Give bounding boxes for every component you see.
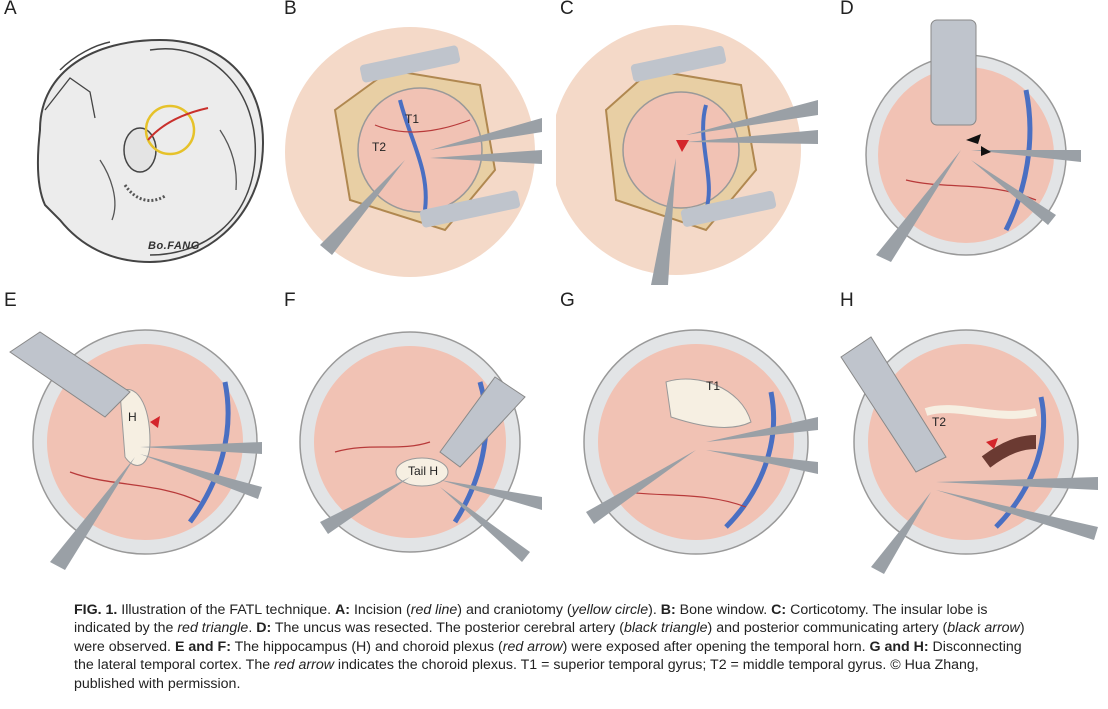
label-t2: T2 — [932, 415, 947, 429]
caption-bold: C: — [771, 602, 787, 618]
panel-label: B — [284, 0, 297, 19]
corticotomy-illustration — [556, 25, 818, 285]
label-t2: T2 — [372, 140, 387, 154]
caption-text: ). — [648, 602, 661, 618]
caption-text: ) were observed. — [74, 620, 1025, 655]
temporal-cortex-disconnection-g — [583, 329, 818, 555]
panel-label: C — [560, 0, 574, 19]
caption-text: Corticotomy. The insular lobe is indicat… — [74, 602, 988, 637]
caption-text: . — [248, 620, 257, 637]
caption-italic: black arrow — [947, 620, 1020, 637]
label-tail-h: Tail H — [408, 464, 439, 478]
caption-fig: FIG. 1. — [74, 602, 118, 618]
label-t1: T1 — [706, 379, 721, 393]
label-t1: T1 — [405, 112, 420, 126]
uncus-resection-illustration — [865, 19, 1081, 262]
panel-label: E — [4, 292, 17, 311]
panel-label: H — [840, 292, 854, 311]
panel-g: G T1 — [556, 292, 822, 577]
head-illustration — [36, 38, 264, 264]
caption-bold: E and F: — [174, 638, 231, 655]
panel-label: D — [840, 0, 854, 19]
label-h: H — [128, 410, 137, 424]
panel-h: H T2 — [836, 292, 1102, 577]
caption-italic: black triangle — [623, 620, 708, 637]
figure-caption: FIG. 1. Illustration of the FATL techniq… — [74, 601, 1034, 693]
panel-f: F Tail H — [280, 292, 546, 577]
caption-bold: B: — [660, 602, 676, 618]
caption-text: The uncus was resected. The posterior ce… — [271, 620, 624, 637]
caption-bold: D: — [256, 620, 272, 637]
hippocampus-illustration — [9, 329, 262, 570]
caption-text: Incision ( — [350, 602, 411, 618]
caption-italic: red arrow — [502, 638, 563, 655]
tail-hippocampus-illustration — [299, 331, 542, 562]
bone-window-illustration — [285, 27, 542, 277]
caption-text: indicates the choroid plexus. T1 = super… — [74, 657, 979, 692]
caption-text: The hippocampus (H) and choroid plexus ( — [230, 638, 503, 655]
caption-text: Bone window. — [675, 602, 772, 618]
caption-text: ) and craniotomy ( — [457, 602, 572, 618]
caption-italic: red triangle — [177, 620, 249, 637]
panel-label: F — [284, 292, 296, 311]
panel-a: A Bo.FANG — [0, 0, 266, 285]
caption-text: ) were exposed after opening the tempora… — [562, 638, 870, 655]
caption-text: Illustration of the FATL technique. — [117, 602, 336, 618]
panel-e: E H — [0, 292, 266, 577]
panel-label: A — [4, 0, 17, 19]
temporal-cortex-disconnection-h — [840, 329, 1098, 574]
panel-label: G — [560, 292, 575, 311]
caption-bold: A: — [335, 602, 351, 618]
caption-text: Disconnecting the lateral temporal corte… — [74, 638, 1022, 674]
caption-italic: red line — [410, 602, 458, 618]
artist-signature: Bo.FANG — [148, 240, 200, 252]
panel-b: B T1 T2 — [280, 0, 546, 285]
caption-bold: G and H: — [869, 638, 929, 655]
caption-italic: yellow circle — [571, 602, 649, 618]
panel-d: D — [836, 0, 1102, 285]
panel-c: C — [556, 0, 822, 285]
caption-italic: red arrow — [274, 657, 334, 674]
caption-text: ) and posterior communicating artery ( — [707, 620, 948, 637]
